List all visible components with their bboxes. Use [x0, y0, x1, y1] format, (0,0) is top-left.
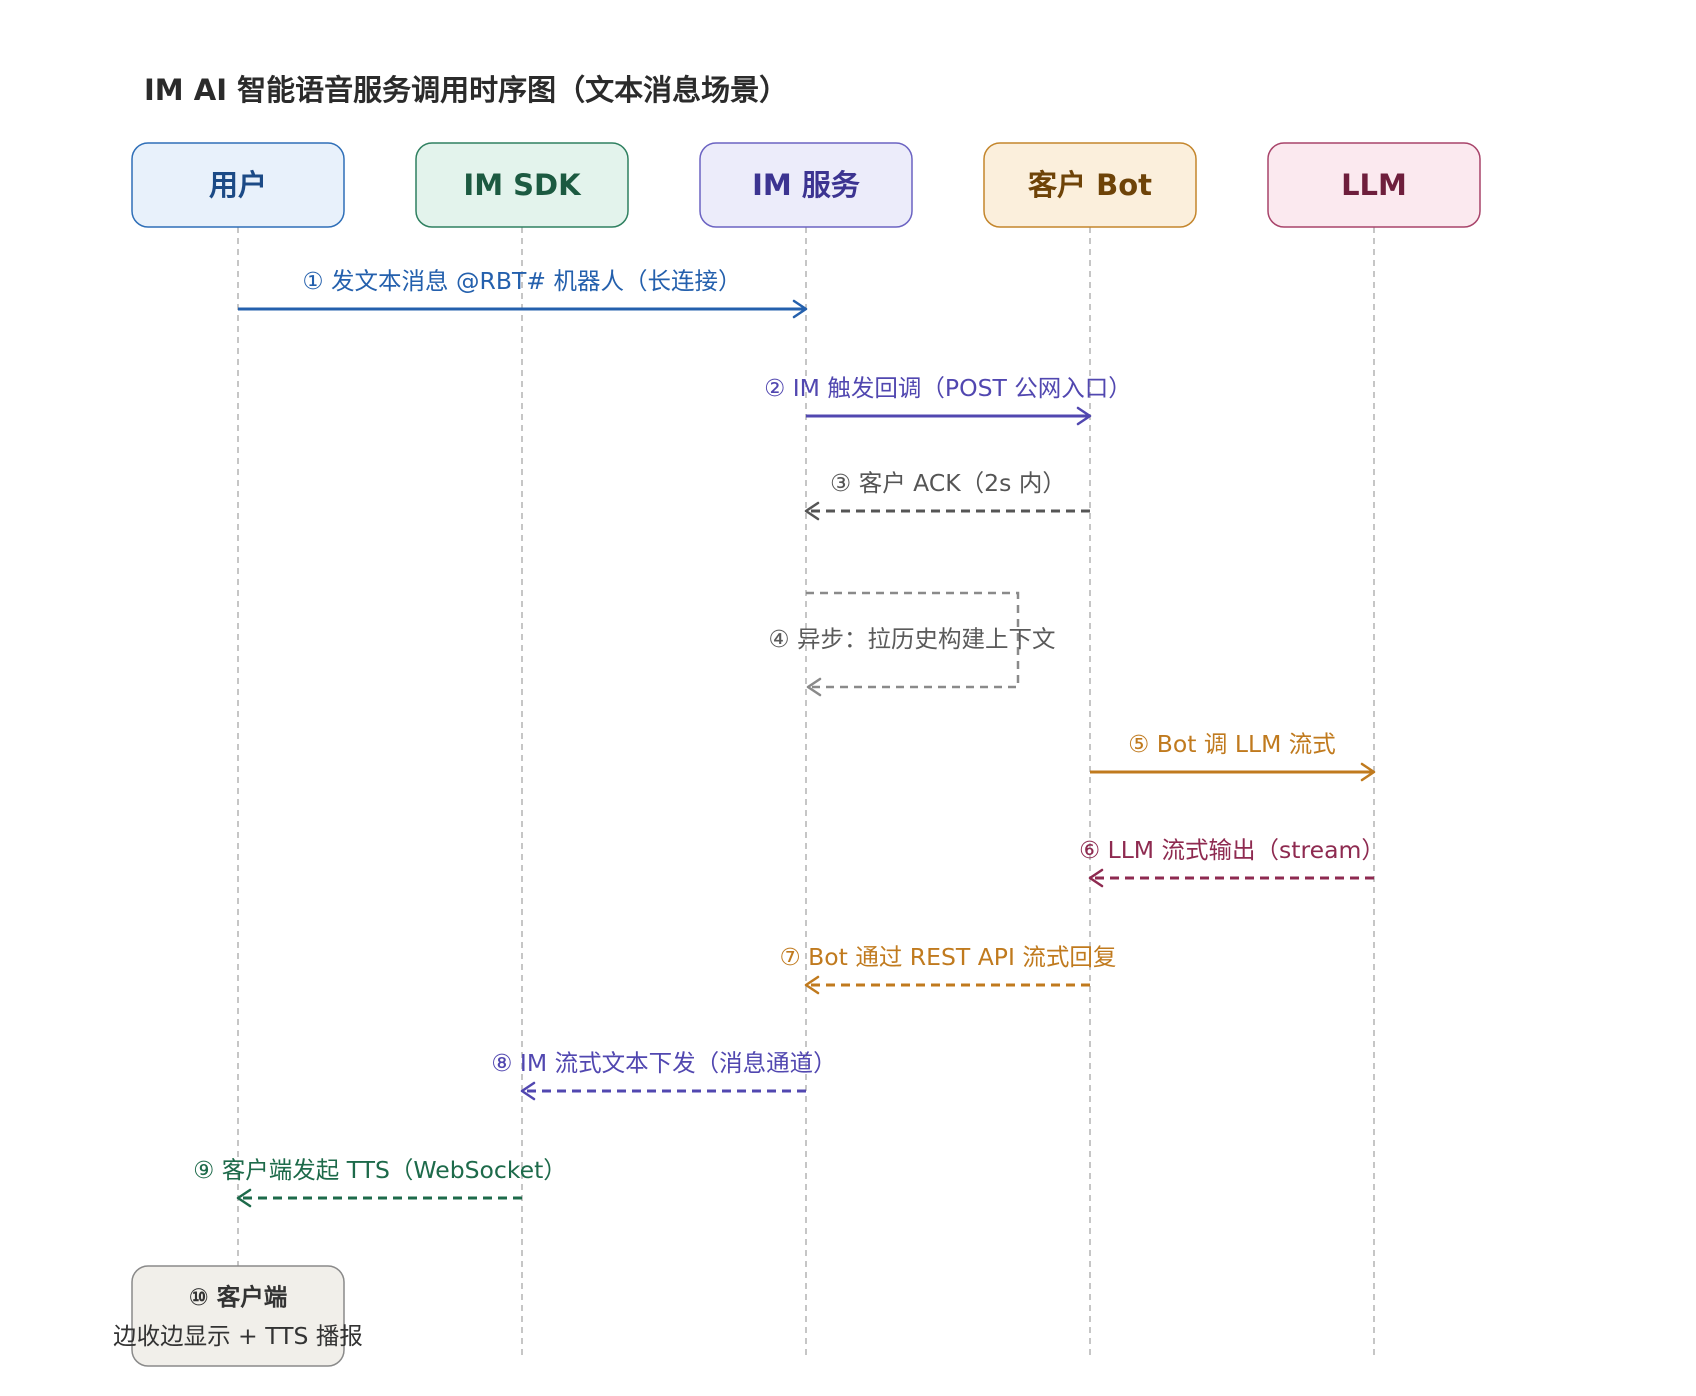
message-3: ③ 客户 ACK（2s 内） [804, 469, 1090, 521]
participants: 用户 IM SDK IM 服务 客户 Bot LLM [131, 142, 1481, 228]
note-body: 边收边显示 + TTS 播报 [113, 1322, 363, 1350]
participant-label: LLM [1341, 168, 1407, 202]
participant-box [131, 142, 345, 228]
arrow-head [1076, 406, 1092, 426]
message-2: ② IM 触发回调（POST 公网入口） [764, 374, 1132, 426]
message-6: ⑥ LLM 流式输出（stream） [1079, 836, 1385, 888]
participant-label: IM 服务 [752, 168, 860, 202]
message-label: ④ 异步：拉历史构建上下文 [768, 625, 1055, 653]
note-title: ⑩ 客户端 [189, 1283, 288, 1311]
arrow-head [792, 299, 808, 319]
message-label: ⑧ IM 流式文本下发（消息通道） [491, 1049, 836, 1077]
arrow-head [236, 1188, 252, 1208]
message-9: ⑨ 客户端发起 TTS（WebSocket） [193, 1156, 567, 1208]
message-7: ⑦ Bot 通过 REST API 流式回复 [780, 943, 1117, 995]
note-box [131, 1265, 345, 1367]
message-label: ② IM 触发回调（POST 公网入口） [764, 374, 1132, 402]
participant-label: 用户 [209, 168, 267, 202]
participant-bot: 客户 Bot [983, 142, 1197, 228]
message-label: ① 发文本消息 @RBT# 机器人（长连接） [303, 267, 742, 295]
participant-sdk: IM SDK [415, 142, 629, 228]
participant-box [415, 142, 629, 228]
self-call-line [806, 591, 1020, 689]
message-label: ⑤ Bot 调 LLM 流式 [1128, 730, 1336, 758]
message-5: ⑤ Bot 调 LLM 流式 [1090, 730, 1376, 782]
participant-llm: LLM [1267, 142, 1481, 228]
arrow-head [520, 1081, 536, 1101]
messages: ① 发文本消息 @RBT# 机器人（长连接） ② IM 触发回调（POST 公网入… [193, 267, 1385, 1208]
participant-label: 客户 Bot [1028, 168, 1152, 202]
arrow-head [1088, 868, 1104, 888]
participant-box [699, 142, 913, 228]
arrow-head [1360, 762, 1376, 782]
message-8: ⑧ IM 流式文本下发（消息通道） [491, 1049, 837, 1101]
participant-im: IM 服务 [699, 142, 913, 228]
arrow-head [804, 975, 820, 995]
message-label: ⑥ LLM 流式输出（stream） [1079, 836, 1385, 864]
message-label: ⑦ Bot 通过 REST API 流式回复 [780, 943, 1117, 971]
arrow-head [804, 501, 820, 521]
message-1: ① 发文本消息 @RBT# 机器人（长连接） [238, 267, 808, 319]
participant-box [983, 142, 1197, 228]
participant-label: IM SDK [463, 168, 582, 202]
diagram-title: IM AI 智能语音服务调用时序图（文本消息场景） [144, 73, 788, 107]
participant-box [1267, 142, 1481, 228]
message-label: ⑨ 客户端发起 TTS（WebSocket） [193, 1156, 567, 1184]
message-4: ④ 异步：拉历史构建上下文 [768, 591, 1056, 697]
arrow-head [806, 677, 822, 697]
participant-user: 用户 [131, 142, 345, 228]
message-label: ③ 客户 ACK（2s 内） [830, 469, 1066, 497]
